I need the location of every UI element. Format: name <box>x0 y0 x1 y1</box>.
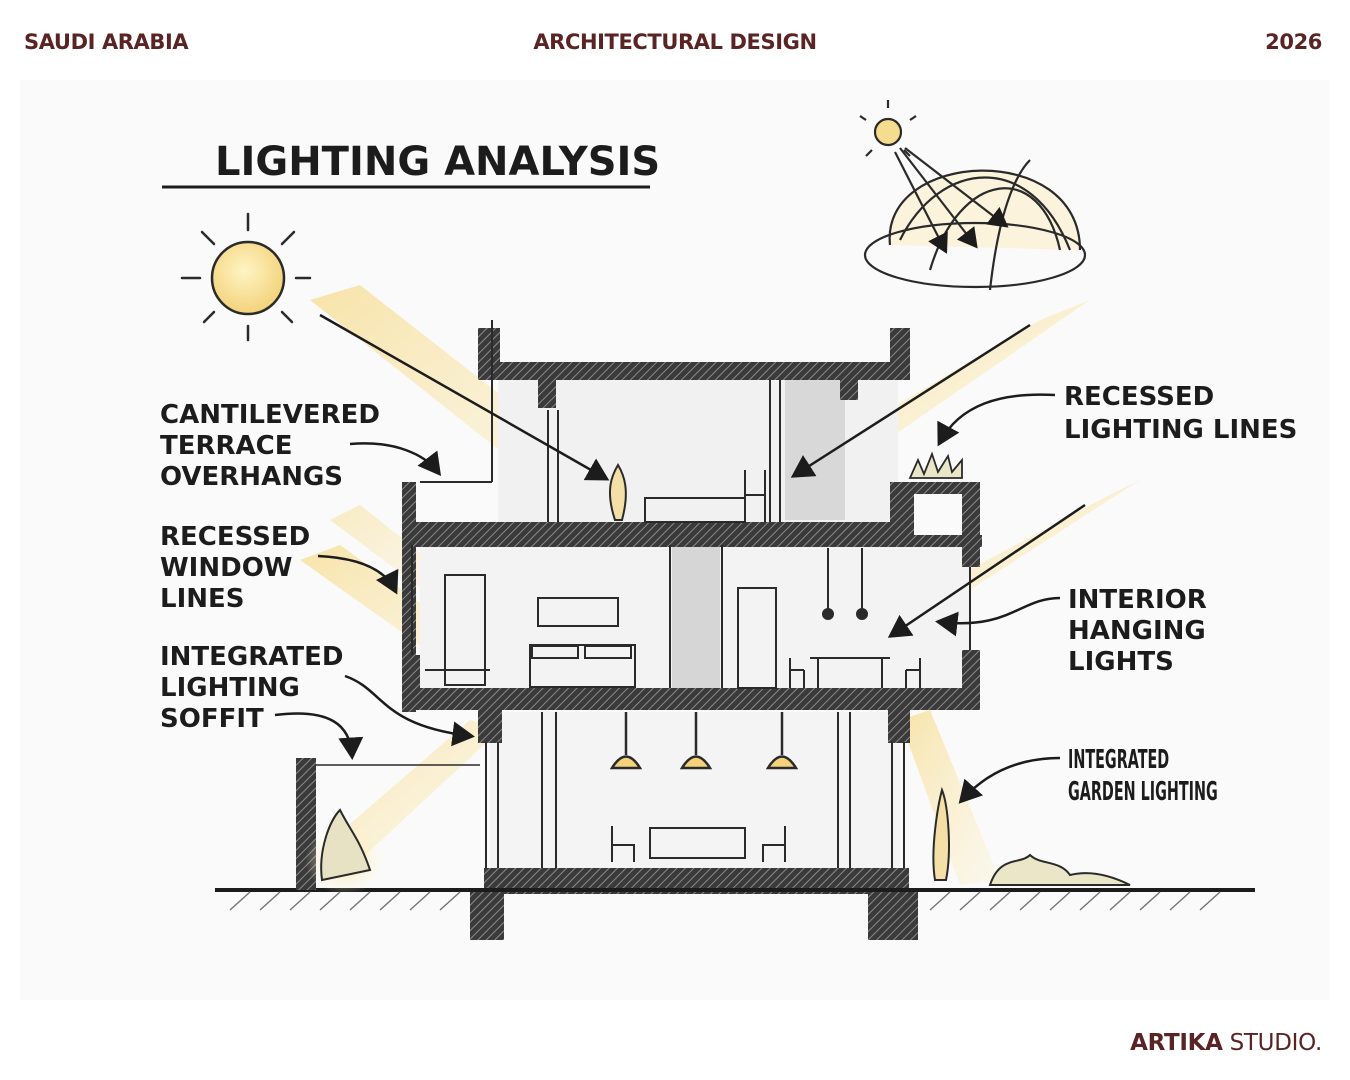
annotation-arrows <box>274 313 1086 804</box>
sun-path-dome-icon <box>859 100 1087 291</box>
diagram-title: LIGHTING ANALYSIS <box>215 139 660 185</box>
shrub-icon <box>908 451 963 479</box>
label-interior-hanging-lights: INTERIOR HANGING LIGHTS <box>1068 585 1216 677</box>
label-recessed-lighting-lines: RECESSED LIGHTING LINES <box>1064 382 1297 445</box>
label-recessed-window-lines: RECESSED WINDOW LINES <box>160 522 319 614</box>
header-year: 2026 <box>1265 30 1322 54</box>
header-location: SAUDI ARABIA <box>24 30 189 54</box>
label-integrated-garden-lighting: INTEGRATED GARDEN LIGHTING <box>1068 745 1218 807</box>
lighting-analysis-drawing: LIGHTING ANALYSIS <box>20 80 1330 1000</box>
header-category: ARCHITECTURAL DESIGN <box>533 30 817 54</box>
label-integrated-lighting-soffit: INTEGRATED LIGHTING SOFFIT <box>160 642 353 734</box>
sun-icon <box>180 212 312 342</box>
brand-bold: ARTIKA <box>1130 1030 1223 1056</box>
ground-hatch <box>229 891 1221 911</box>
garden-elements <box>296 758 1131 895</box>
brand-light: STUDIO. <box>1222 1030 1323 1056</box>
label-cantilevered-terrace: CANTILEVERED TERRACE OVERHANGS <box>160 400 389 492</box>
studio-brand: ARTIKA STUDIO. <box>1130 1030 1322 1056</box>
pendant-lamp-icon <box>609 712 799 770</box>
